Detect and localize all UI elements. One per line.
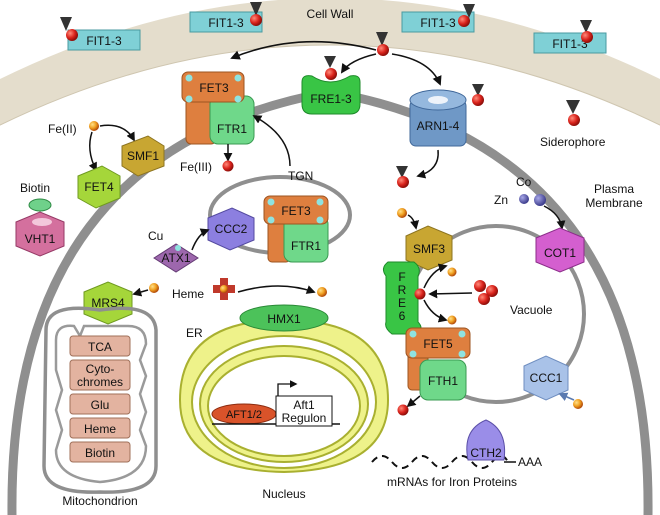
internal-siderophore (397, 176, 409, 188)
svg-text:AFT1/2: AFT1/2 (226, 409, 262, 421)
vacuole-iron-cluster (474, 280, 486, 292)
svg-text:SMF1: SMF1 (127, 149, 159, 163)
mito-fe-ion (149, 283, 159, 293)
fit1-3-protein: FIT1-3 (533, 20, 607, 54)
vac-fe-ion (397, 208, 407, 218)
arn1-4-transporter: ARN1-4 (409, 84, 484, 147)
fe2-ion (89, 121, 99, 131)
ccc1-fe-ion (573, 399, 583, 409)
vacuole-label: Vacuole (510, 303, 553, 317)
svg-text:ATX1: ATX1 (161, 251, 190, 265)
svg-text:FIT1-3: FIT1-3 (420, 16, 456, 30)
aft1-2-factor: AFT1/2 (211, 403, 277, 425)
plasma-membrane-label: Plasma (594, 182, 634, 196)
aft1-regulon: Aft1 Regulon (212, 380, 340, 427)
vht1-transporter: VHT1 (15, 211, 65, 257)
mrnas-label: mRNAs for Iron Proteins (387, 475, 517, 489)
svg-text:FET5: FET5 (423, 337, 453, 351)
ccc1-transporter: CCC1 (523, 355, 569, 401)
cu-label: Cu (148, 229, 163, 243)
hmx1-enzyme: HMX1 (239, 304, 329, 332)
mrna-strand (371, 455, 509, 469)
heme-icon (213, 278, 235, 300)
svg-text:ARN1-4: ARN1-4 (417, 119, 460, 133)
ccc2-transporter: CCC2 (207, 207, 255, 251)
fth1-released-iron (397, 404, 409, 416)
svg-text:Aft1: Aft1 (293, 398, 315, 412)
svg-text:CCC1: CCC1 (530, 371, 563, 385)
svg-text:Regulon: Regulon (282, 411, 327, 425)
svg-text:FET3: FET3 (199, 81, 229, 95)
heme-label: Heme (172, 287, 204, 301)
cth2-protein: CTH2 (466, 419, 506, 461)
cell-wall (0, 0, 660, 126)
svg-text:FTH1: FTH1 (428, 374, 458, 388)
svg-text:FRE1-3: FRE1-3 (310, 92, 352, 106)
smf1-transporter: SMF1 (121, 135, 165, 177)
mitochondrion (42, 306, 158, 494)
svg-text:TCA: TCA (88, 340, 112, 354)
svg-text:FTR1: FTR1 (291, 239, 321, 253)
svg-text:Biotin: Biotin (85, 446, 115, 460)
co-ion (519, 194, 529, 204)
fit1-3-protein: FIT1-3 (189, 2, 263, 33)
biotin-molecule (28, 198, 52, 212)
fe2-label: Fe(II) (48, 122, 77, 136)
svg-text:FIT1-3: FIT1-3 (86, 34, 122, 48)
zn-label: Zn (494, 193, 508, 207)
biotin-label: Biotin (20, 181, 50, 195)
svg-text:R: R (398, 283, 407, 297)
tgn-label: TGN (288, 169, 313, 183)
svg-text:FET3: FET3 (281, 204, 311, 218)
svg-text:COT1: COT1 (544, 246, 576, 260)
svg-text:MRS4: MRS4 (91, 296, 125, 310)
svg-text:FTR1: FTR1 (217, 122, 247, 136)
svg-text:F: F (398, 270, 405, 284)
svg-text:VHT1: VHT1 (25, 232, 56, 246)
fet5-fth1-complex: FTH1 FET5 (405, 327, 471, 401)
svg-text:Glu: Glu (91, 398, 110, 412)
mrs4-transporter: MRS4 (83, 281, 133, 325)
fe3-label: Fe(III) (180, 160, 212, 174)
svg-text:SMF3: SMF3 (413, 242, 445, 256)
smf3-transporter: SMF3 (405, 225, 453, 271)
svg-text:CCC2: CCC2 (215, 222, 248, 236)
cot1-transporter: COT1 (535, 227, 585, 273)
fre1-3-protein: FRE1-3 (301, 56, 361, 115)
siderophore-iron (377, 44, 389, 56)
svg-text:Cyto-: Cyto- (86, 362, 115, 376)
siderophore-legend-icon (568, 114, 580, 126)
fit1-3-protein: FIT1-3 (60, 17, 141, 51)
siderophore-label: Siderophore (540, 135, 606, 149)
heme-fe-ion (317, 287, 327, 297)
atx1-chaperone: ATX1 (153, 243, 199, 273)
fit1-3-protein: FIT1-3 (401, 4, 475, 33)
plasma-membrane-label-2: Membrane (585, 196, 643, 210)
fet3-ftr1-complex-top: FTR1 FET3 (181, 71, 255, 145)
svg-text:6: 6 (399, 309, 406, 323)
fet4-transporter: FET4 (77, 165, 121, 209)
svg-text:FIT1-3: FIT1-3 (208, 16, 244, 30)
zn-ion (534, 194, 546, 206)
svg-text:chromes: chromes (77, 375, 123, 389)
aaa-label: AAA (518, 455, 542, 469)
co-label: Co (516, 175, 532, 189)
mitochondrion-label: Mitochondrion (62, 494, 137, 508)
svg-text:E: E (398, 296, 406, 310)
svg-text:FET4: FET4 (84, 180, 114, 194)
fet3-ftr1-complex-tgn: FTR1 FET3 (263, 195, 329, 263)
svg-text:CTH2: CTH2 (470, 446, 502, 460)
svg-text:FIT1-3: FIT1-3 (552, 37, 588, 51)
fe3-ion (222, 160, 234, 172)
svg-text:HMX1: HMX1 (267, 312, 301, 326)
er-label: ER (186, 326, 203, 340)
nucleus-label: Nucleus (262, 487, 305, 501)
fre6-reductase: F R E 6 (382, 261, 422, 335)
svg-text:Heme: Heme (84, 422, 116, 436)
cell-wall-label: Cell Wall (307, 7, 354, 21)
mito-pathway-boxes: TCA Cyto- chromes Glu Heme Biotin (69, 335, 131, 463)
